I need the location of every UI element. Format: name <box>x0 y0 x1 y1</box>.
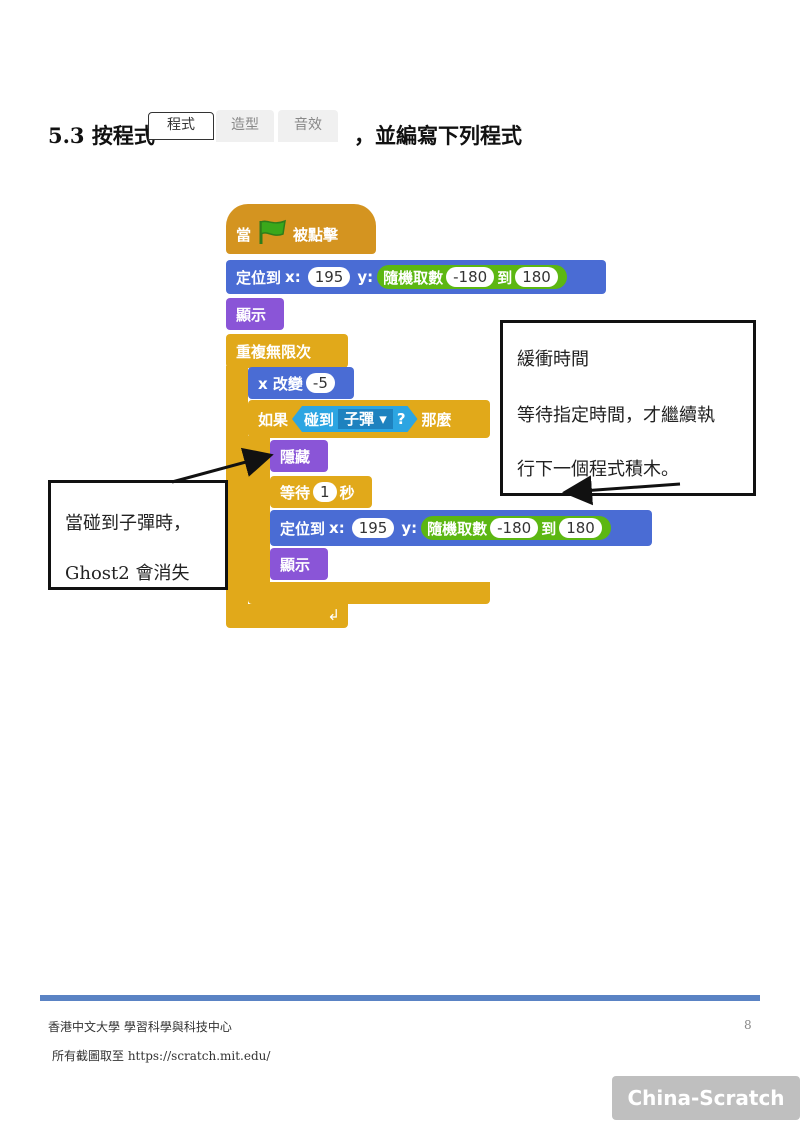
callout-left-line1: 當碰到子彈時， <box>65 513 191 534</box>
goto-label: 定位到 <box>280 519 326 538</box>
touching-label: 碰到 <box>304 410 335 429</box>
callout-right-line3: 行下一個程式積木。 <box>517 459 679 480</box>
x-value-input[interactable]: 195 <box>351 518 395 538</box>
y-label: y: <box>401 519 418 537</box>
arrow-right-callout <box>562 475 681 506</box>
show-label: 顯示 <box>236 305 267 324</box>
when-flag-clicked-block[interactable]: 當 被點擊 <box>226 204 376 254</box>
touching-target-dropdown[interactable]: 子彈 ▾ <box>338 409 393 429</box>
random-from-input[interactable]: -180 <box>490 518 539 538</box>
callout-right-line2: 等待指定時間，才繼續執 <box>517 405 715 426</box>
page-number: 8 <box>744 1018 752 1032</box>
random-label: 隨機取數 <box>427 519 488 538</box>
touching-target-label: 子彈 <box>344 410 375 428</box>
wait-label: 等待 <box>280 483 311 502</box>
goto-xy-block[interactable]: 定位到 x: 195 y: 隨機取數 -180 到 180 <box>226 260 606 294</box>
change-x-block[interactable]: x 改變 -5 <box>248 367 354 399</box>
forever-label: 重複無限次 <box>236 342 312 361</box>
footer-organization: 香港中文大學 學習科學與科技中心 <box>48 1020 232 1034</box>
goto-label: 定位到 <box>236 268 282 287</box>
random-from-input[interactable]: -180 <box>446 267 495 287</box>
tab-costumes[interactable]: 造型 <box>216 110 274 142</box>
footer-rule <box>40 995 760 1001</box>
random-to-input[interactable]: 180 <box>559 518 602 538</box>
callout-hide-explanation: 當碰到子彈時， Ghost2 會消失 <box>48 480 228 590</box>
to-label: 到 <box>541 519 557 538</box>
if-block[interactable]: 如果 碰到 子彈 ▾ ? 那麼 <box>248 400 490 438</box>
to-label: 到 <box>497 268 513 287</box>
if-bottom <box>248 582 490 604</box>
when-label: 當 <box>236 225 252 244</box>
tab-code[interactable]: 程式 <box>148 112 214 140</box>
x-value-input[interactable]: 195 <box>307 267 351 287</box>
if-label: 如果 <box>258 410 289 429</box>
x-label: x: <box>329 519 345 537</box>
tab-sounds[interactable]: 音效 <box>278 110 338 142</box>
callout-left-line2: Ghost2 會消失 <box>65 563 190 584</box>
change-x-label: x 改變 <box>258 374 303 393</box>
question-label: ? <box>396 410 406 428</box>
show-block[interactable]: 顯示 <box>226 298 284 330</box>
y-label: y: <box>357 268 374 286</box>
dropdown-arrow-icon: ▾ <box>379 410 387 428</box>
callout-right-line1: 緩衝時間 <box>517 349 589 370</box>
then-label: 那麼 <box>421 410 452 429</box>
goto-xy-block-2[interactable]: 定位到 x: 195 y: 隨機取數 -180 到 180 <box>270 510 652 546</box>
section-heading-suffix: ，並編寫下列程式 <box>354 123 522 148</box>
show-block-2[interactable]: 顯示 <box>270 548 328 580</box>
wait-block[interactable]: 等待 1 秒 <box>270 476 372 508</box>
forever-arm <box>226 366 248 606</box>
forever-block[interactable]: 重複無限次 <box>226 334 348 368</box>
clicked-label: 被點擊 <box>293 225 339 244</box>
arrow-left-callout <box>171 447 274 484</box>
hide-label: 隱藏 <box>280 447 311 466</box>
random-operator-block[interactable]: 隨機取數 -180 到 180 <box>377 265 567 289</box>
change-x-input[interactable]: -5 <box>305 373 335 393</box>
x-label: x: <box>285 268 301 286</box>
footer-source: 所有截圖取至 https://scratch.mit.edu/ <box>52 1049 271 1063</box>
loop-arrow-icon: ↲ <box>327 606 340 624</box>
wait-seconds-input[interactable]: 1 <box>313 482 337 502</box>
touching-sensing-block[interactable]: 碰到 子彈 ▾ ? <box>292 406 418 432</box>
seconds-label: 秒 <box>339 483 355 502</box>
random-to-input[interactable]: 180 <box>515 267 558 287</box>
forever-bottom: ↲ <box>226 604 348 628</box>
show-label: 顯示 <box>280 555 311 574</box>
watermark-logo: China-Scratch <box>612 1076 800 1120</box>
random-label: 隨機取數 <box>383 268 444 287</box>
hide-block[interactable]: 隱藏 <box>270 440 328 472</box>
green-flag-icon <box>255 219 289 249</box>
section-heading-prefix: 5.3 按程式 <box>48 123 155 148</box>
callout-wait-explanation: 緩衝時間 等待指定時間，才繼續執 行下一個程式積木。 <box>500 320 756 496</box>
random-operator-block[interactable]: 隨機取數 -180 到 180 <box>421 516 611 540</box>
